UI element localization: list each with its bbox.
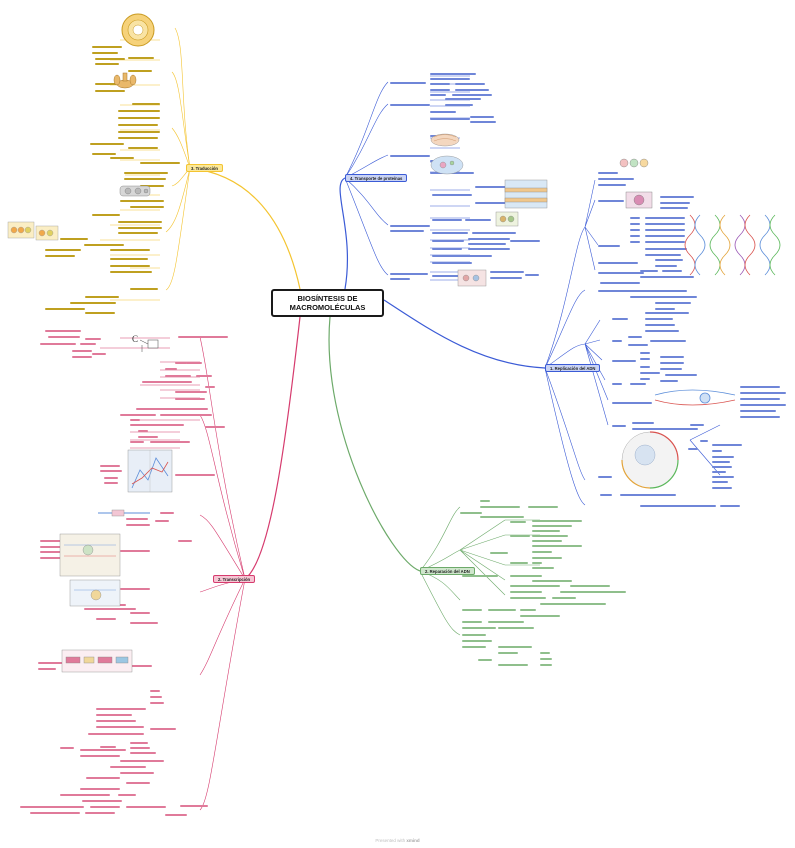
connector-reparacion — [328, 316, 421, 572]
reparacion-subtree — [419, 506, 540, 636]
replicacion-leaves — [598, 172, 786, 507]
mitochondria-image — [430, 155, 464, 175]
ribosome-image — [119, 185, 151, 197]
branch-transcripcion[interactable]: 2. Transcripción — [213, 575, 256, 583]
connector-transcripcion — [244, 316, 301, 580]
vesicle-image — [457, 269, 487, 287]
reparacion-leaves — [460, 500, 626, 666]
transporte-images — [430, 133, 548, 287]
branch-reparacion[interactable]: 2. Reparación del ADN — [420, 567, 475, 575]
promoter-diagram-image — [59, 509, 150, 607]
connector-transporte — [339, 177, 349, 290]
elongation-diagram-image — [7, 221, 59, 241]
connector-traduccion — [189, 167, 301, 290]
membrane-diagram-image — [504, 179, 548, 209]
dna-helix-image — [684, 214, 781, 276]
branch-traduccion[interactable]: 3. Traducción — [186, 164, 223, 172]
replicacion-images — [619, 158, 781, 489]
branch-transporte[interactable]: 4. Transporte de proteínas — [345, 174, 408, 182]
cell-cycle-image — [621, 431, 679, 489]
chaperone-image — [495, 211, 519, 227]
branch-replicacion[interactable]: 1. Replicación del ADN — [545, 364, 601, 372]
transcripcion-subtree — [100, 336, 246, 811]
transcripcion-images: C — [59, 334, 173, 673]
footer-prefix: Presented with — [375, 838, 406, 843]
splicing-diagram-image — [61, 649, 133, 673]
central-topic[interactable]: BIOSÍNTESIS DE MACROMOLÉCULAS — [271, 289, 384, 317]
rna-polymerase-chart-image — [127, 449, 173, 493]
replication-fork-image — [654, 389, 736, 406]
transcripcion-leaves — [20, 330, 228, 816]
transporte-leaves — [390, 73, 540, 280]
traduccion-images — [7, 13, 155, 241]
footer-brand[interactable]: xmind — [406, 838, 420, 843]
golgi-image — [430, 133, 460, 147]
footer: Presented with xmind — [0, 838, 795, 843]
rna-nucleotide-image: C — [132, 334, 159, 352]
connector-replicacion — [383, 299, 546, 369]
svg-text:C: C — [132, 334, 138, 344]
nucleotide-image — [619, 158, 629, 168]
trna-image — [113, 72, 137, 89]
replicacion-subtree — [544, 179, 721, 506]
traduccion-leaves — [45, 46, 180, 314]
main-connectors — [189, 167, 546, 580]
